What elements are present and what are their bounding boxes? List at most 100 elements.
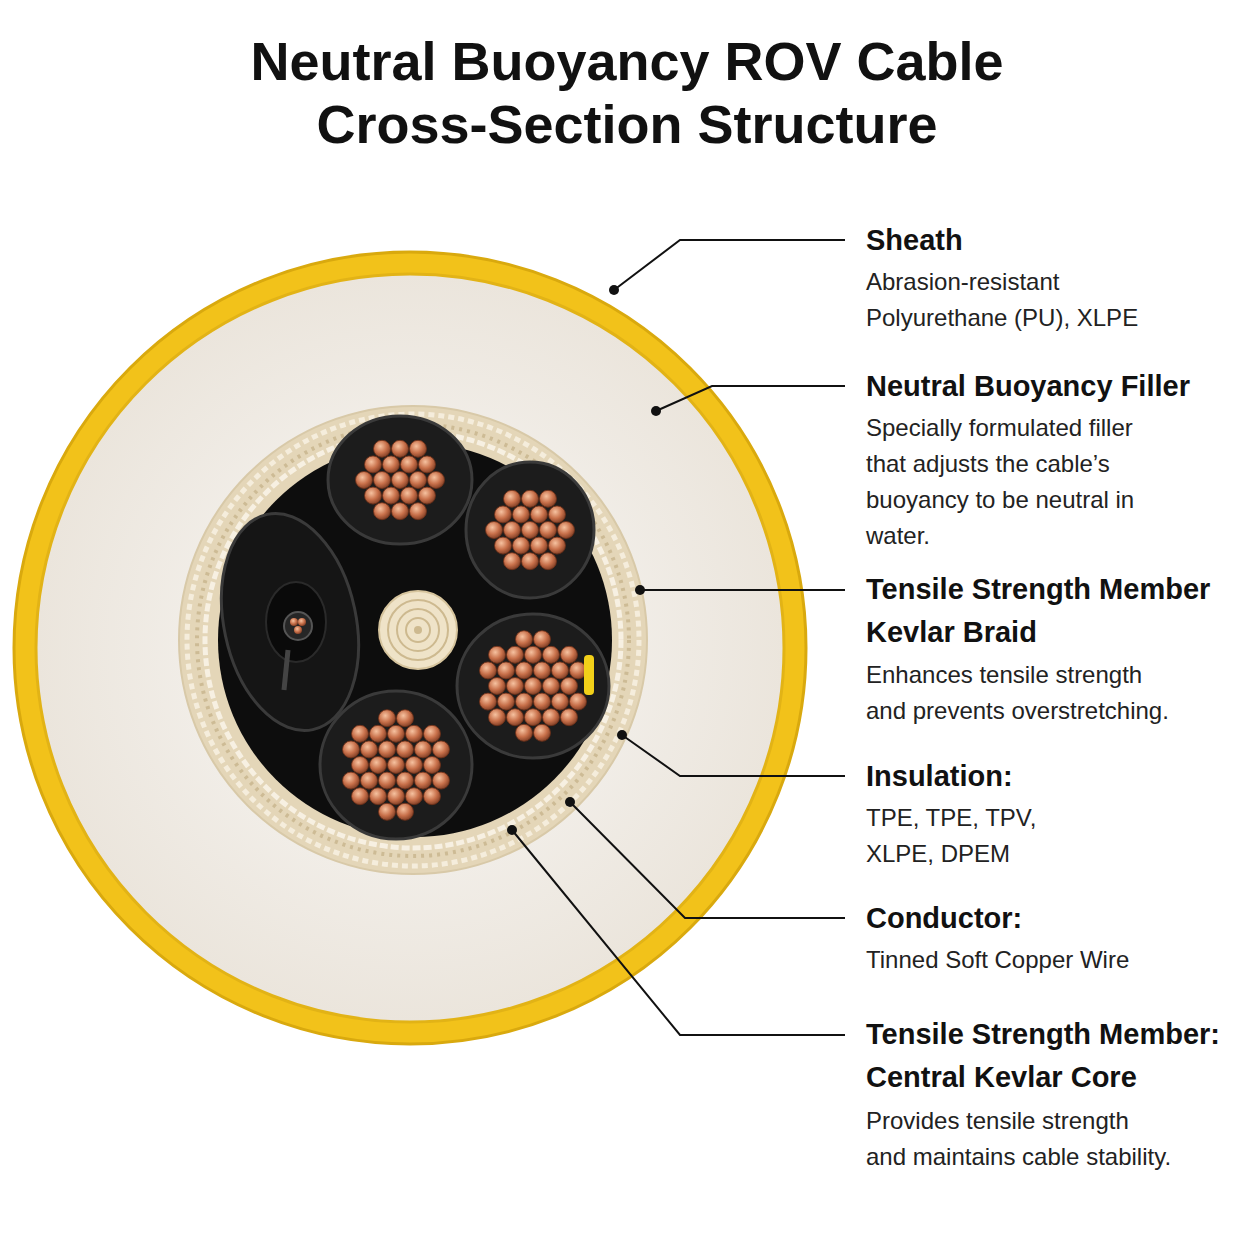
copper-strand	[504, 522, 521, 539]
copper-strand	[365, 456, 382, 473]
copper-strand	[410, 472, 427, 489]
copper-strand	[480, 662, 497, 679]
part-description: Abrasion-resistant Polyurethane (PU), XL…	[866, 264, 1166, 336]
copper-strand	[507, 678, 524, 695]
copper-strand	[428, 472, 445, 489]
conductor-jacket	[457, 614, 609, 758]
copper-strand	[388, 788, 405, 805]
part-name: Tensile Strength Member: Central Kevlar …	[866, 1013, 1246, 1099]
copper-strand	[352, 725, 369, 742]
leader-dot	[617, 730, 627, 740]
leader-dot	[565, 797, 575, 807]
copper-strand	[570, 662, 587, 679]
copper-strand	[549, 506, 566, 523]
kevlar-texture	[414, 626, 422, 634]
copper-strand	[374, 503, 391, 520]
copper-strand	[406, 725, 423, 742]
copper-strand	[290, 618, 298, 626]
copper-strand	[561, 678, 578, 695]
copper-strand	[570, 693, 587, 710]
twisted-pair-jacket	[266, 582, 326, 662]
copper-strand	[370, 788, 387, 805]
copper-strand	[397, 803, 414, 820]
copper-strand	[549, 537, 566, 554]
copper-strand	[534, 631, 551, 648]
copper-strand	[531, 537, 548, 554]
copper-strand	[383, 487, 400, 504]
copper-strand	[534, 724, 551, 741]
copper-strand	[410, 440, 427, 457]
copper-strand	[352, 757, 369, 774]
copper-strand	[415, 741, 432, 758]
part-name: Insulation:	[866, 757, 1246, 795]
part-name: Tensile Strength Member Kevlar Braid	[866, 568, 1246, 654]
part-name: Sheath	[866, 221, 1246, 259]
conductor-jacket	[466, 462, 594, 598]
pair-insulation	[284, 612, 312, 640]
copper-strand	[543, 646, 560, 663]
copper-strand	[383, 456, 400, 473]
copper-strand	[534, 662, 551, 679]
copper-strand	[543, 678, 560, 695]
leader-dot	[507, 825, 517, 835]
leader-line	[640, 589, 845, 591]
copper-strand	[424, 725, 441, 742]
copper-strand	[552, 693, 569, 710]
copper-strand	[361, 741, 378, 758]
copper-strand	[424, 788, 441, 805]
copper-strand	[531, 506, 548, 523]
copper-strand	[540, 490, 557, 507]
copper-strand	[397, 741, 414, 758]
copper-strand	[552, 662, 569, 679]
kevlar-texture	[406, 618, 430, 642]
copper-strand	[410, 503, 427, 520]
part-description: TPE, TPE, TPV, XLPE, DPEM	[866, 800, 1076, 872]
copper-strand	[513, 506, 530, 523]
copper-strand	[534, 693, 551, 710]
copper-strand	[406, 788, 423, 805]
copper-strand	[343, 772, 360, 789]
leader-line	[656, 386, 845, 411]
buoyancy-filler	[36, 274, 784, 1022]
part-description: Tinned Soft Copper Wire	[866, 942, 1206, 978]
central-kevlar	[379, 591, 457, 669]
part-name: Neutral Buoyancy Filler	[866, 367, 1246, 405]
copper-strand	[561, 709, 578, 726]
copper-strand	[522, 522, 539, 539]
copper-strand	[558, 522, 575, 539]
copper-strand	[561, 646, 578, 663]
copper-strand	[356, 472, 373, 489]
copper-strand	[352, 788, 369, 805]
part-name: Conductor:	[866, 899, 1246, 937]
copper-strand	[397, 772, 414, 789]
copper-strand	[415, 772, 432, 789]
conductor-jacket	[320, 691, 472, 839]
copper-strand	[379, 803, 396, 820]
copper-strand	[343, 741, 360, 758]
inner-core	[218, 443, 612, 837]
strand-group	[343, 440, 587, 820]
copper-strand	[361, 772, 378, 789]
copper-strand	[498, 662, 515, 679]
copper-strand	[401, 456, 418, 473]
diagram-title: Neutral Buoyancy ROV Cable Cross-Section…	[227, 30, 1027, 156]
copper-strand	[504, 553, 521, 570]
copper-strand	[489, 646, 506, 663]
copper-strand	[516, 631, 533, 648]
copper-strand	[374, 440, 391, 457]
copper-strand	[540, 553, 557, 570]
copper-strand	[406, 757, 423, 774]
copper-strand	[388, 757, 405, 774]
copper-strand	[419, 487, 436, 504]
part-description: Enhances tensile strength and prevents o…	[866, 657, 1181, 729]
copper-strand	[370, 757, 387, 774]
part-description: Specially formulated filler that adjusts…	[866, 410, 1166, 554]
copper-strand	[516, 693, 533, 710]
copper-strand	[540, 522, 557, 539]
braid-texture	[197, 424, 629, 856]
copper-strand	[424, 757, 441, 774]
signal-jacket	[203, 501, 378, 744]
part-description: Provides tensile strength and maintains …	[866, 1103, 1175, 1175]
copper-strand	[513, 537, 530, 554]
